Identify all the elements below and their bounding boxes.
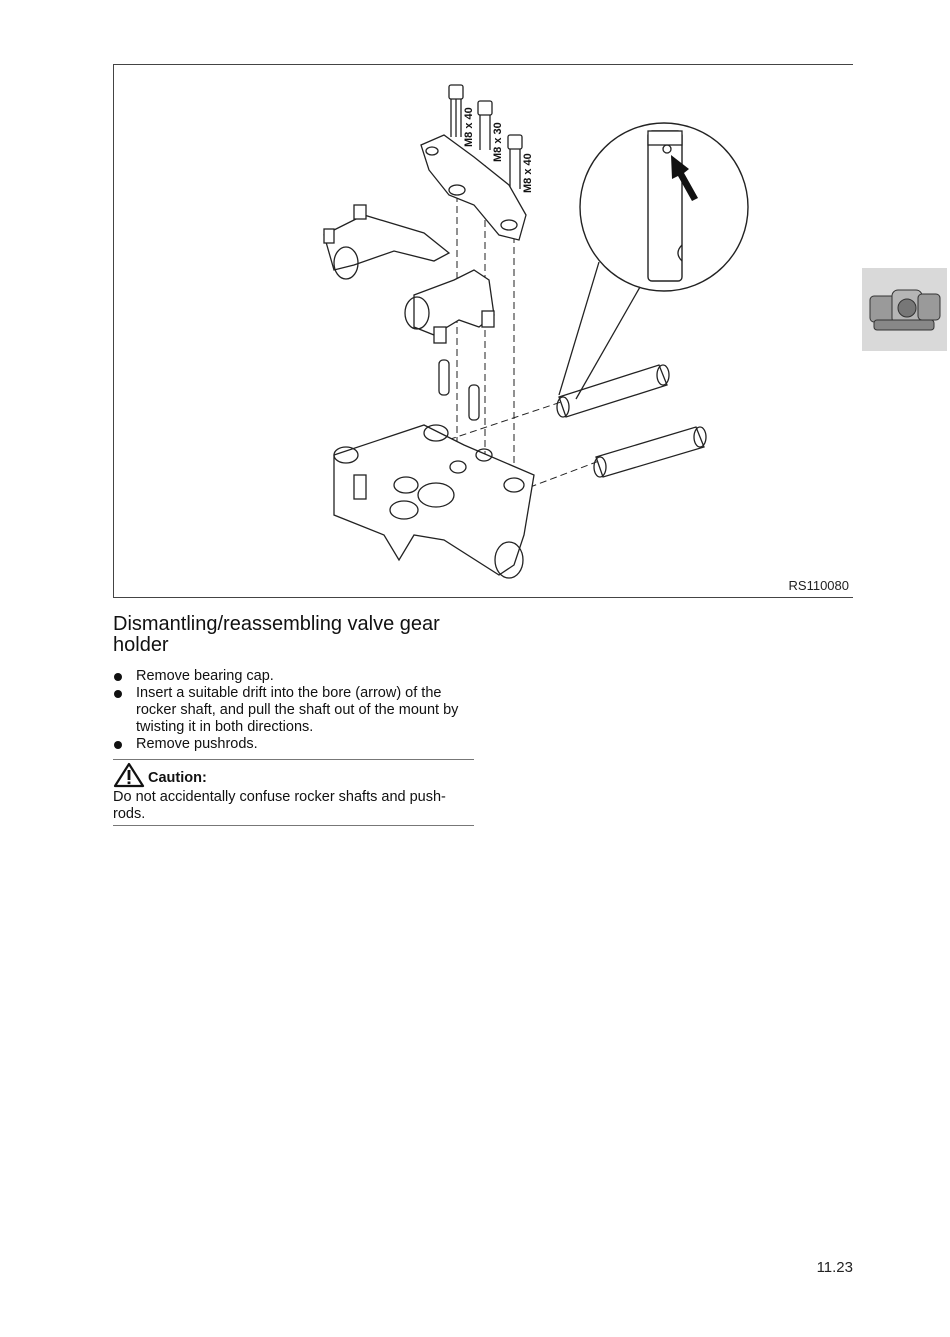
bolt-label-3: M8 x 40 — [522, 153, 534, 193]
bullet-icon — [114, 690, 122, 698]
bolt-label-2: M8 x 30 — [492, 122, 504, 162]
engine-thumbnail-icon — [869, 289, 941, 331]
caution-header: Caution: — [113, 760, 207, 788]
caution-label: Caution: — [148, 770, 207, 786]
bolt-label-1: M8 x 40 — [463, 107, 475, 147]
warning-triangle-icon — [113, 762, 145, 788]
list-item: Remove pushrods. — [113, 736, 475, 753]
bolt-1 — [448, 84, 464, 137]
bullet-icon — [114, 741, 122, 749]
rocker-shaft-2 — [593, 426, 707, 478]
chapter-tab — [862, 268, 947, 351]
list-item: Insert a suitable drift into the bore (a… — [113, 685, 475, 736]
list-item: Remove bearing cap. — [113, 668, 475, 685]
exploded-view-figure: M8 x 40 M8 x 30 M8 x 40 RS110080 — [113, 64, 853, 598]
bullet-icon — [114, 673, 122, 681]
figure-code: RS110080 — [788, 578, 849, 593]
caution-text: Do not accidentally confuse rocker shaft… — [113, 789, 446, 822]
rocker-shaft-1 — [556, 364, 670, 418]
valve-gear-illustration: M8 x 40 M8 x 30 M8 x 40 — [323, 84, 749, 579]
caution-box: Caution: Do not accidentally confuse roc… — [113, 759, 474, 826]
bolt-2 — [477, 100, 493, 150]
section-title: Dismantling/reassembling valve gear hold… — [113, 613, 440, 656]
page-number: 11.23 — [816, 1259, 853, 1276]
bolt-3 — [507, 134, 523, 189]
instruction-list: Remove bearing cap. Insert a suitable dr… — [113, 668, 475, 753]
